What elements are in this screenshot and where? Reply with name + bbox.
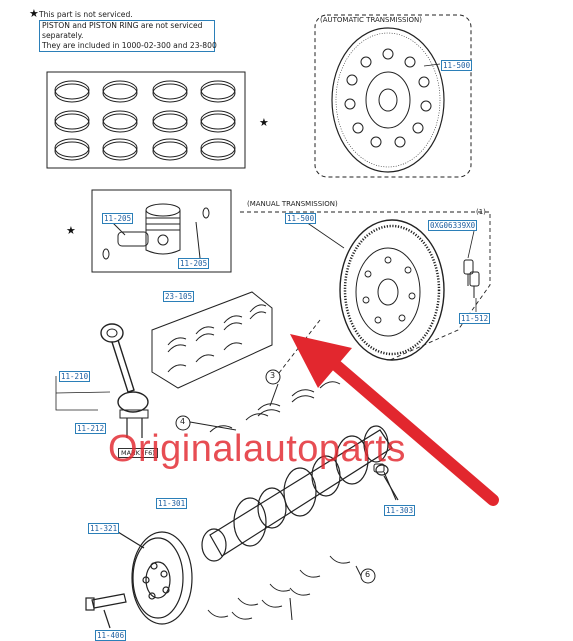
callout-pin-left[interactable]: 11-205 bbox=[102, 213, 134, 224]
mark-label: MARK (F6) bbox=[118, 448, 158, 458]
note-line-1: PISTON and PISTON RING are not serviced bbox=[42, 21, 203, 30]
callout-bolt-code[interactable]: 0XG06339X0 bbox=[428, 220, 478, 231]
main-bearings-upper bbox=[189, 381, 341, 433]
ring-row-3 bbox=[54, 138, 236, 161]
quantity-label: (1) bbox=[476, 208, 486, 216]
manual-label: (MANUAL TRANSMISSION) bbox=[247, 200, 338, 208]
crank-key bbox=[373, 463, 397, 501]
note-line-2: separately. bbox=[42, 31, 84, 40]
pulley-bolt bbox=[85, 593, 127, 629]
callout-pin-right[interactable]: 11-205 bbox=[178, 258, 210, 269]
piston-star-icon: ★ bbox=[66, 224, 76, 237]
callout-pulley[interactable]: 11-321 bbox=[88, 523, 120, 534]
note-star-icon: ★ bbox=[29, 7, 39, 20]
number-6: 6 bbox=[365, 570, 371, 579]
bearing-set bbox=[151, 291, 273, 389]
callout-crank-key[interactable]: 11-303 bbox=[384, 505, 416, 516]
ring-row-2 bbox=[54, 110, 236, 133]
callout-flywheel-mt[interactable]: 11-500 bbox=[285, 213, 317, 224]
callout-bearing-set[interactable]: 23-105 bbox=[163, 291, 195, 302]
main-bearings-lower bbox=[207, 555, 363, 621]
crank-pulley bbox=[117, 531, 193, 625]
callout-conrod[interactable]: 11-210 bbox=[59, 371, 91, 382]
flywheel-manual bbox=[240, 211, 491, 383]
watermark-text: Originalautoparts bbox=[108, 428, 406, 470]
callout-pulley-bolt[interactable]: 11-406 bbox=[95, 630, 127, 641]
note-star-line: This part is not serviced. bbox=[39, 10, 133, 19]
note-box: PISTON and PISTON RING are not serviced … bbox=[39, 20, 217, 52]
crankshaft bbox=[201, 425, 399, 562]
callout-conrod-bolt[interactable]: 11-212 bbox=[75, 423, 107, 434]
callout-bolt-mt[interactable]: 11-512 bbox=[459, 313, 491, 324]
callout-flywheel-at[interactable]: 11-500 bbox=[441, 60, 473, 71]
callout-circle-6 bbox=[360, 568, 376, 584]
red-arrow-icon bbox=[290, 334, 499, 506]
callout-circle-4 bbox=[175, 415, 191, 431]
rings-star-icon: ★ bbox=[259, 116, 269, 129]
ring-row-1 bbox=[54, 80, 236, 103]
piston-ring-set bbox=[46, 71, 246, 169]
connecting-rod bbox=[55, 323, 149, 438]
callout-circle-3 bbox=[265, 369, 281, 385]
piston-assembly bbox=[91, 189, 232, 273]
automatic-label: (AUTOMATIC TRANSMISSION) bbox=[320, 16, 423, 24]
note-block: This part is not serviced. PISTON and PI… bbox=[39, 10, 217, 52]
callout-crankshaft[interactable]: 11-301 bbox=[156, 498, 188, 509]
number-4: 4 bbox=[180, 417, 186, 426]
note-line-3: They are included in 1000-02-300 and 23-… bbox=[42, 41, 217, 50]
flywheel-automatic bbox=[314, 14, 472, 178]
number-3: 3 bbox=[270, 371, 276, 380]
